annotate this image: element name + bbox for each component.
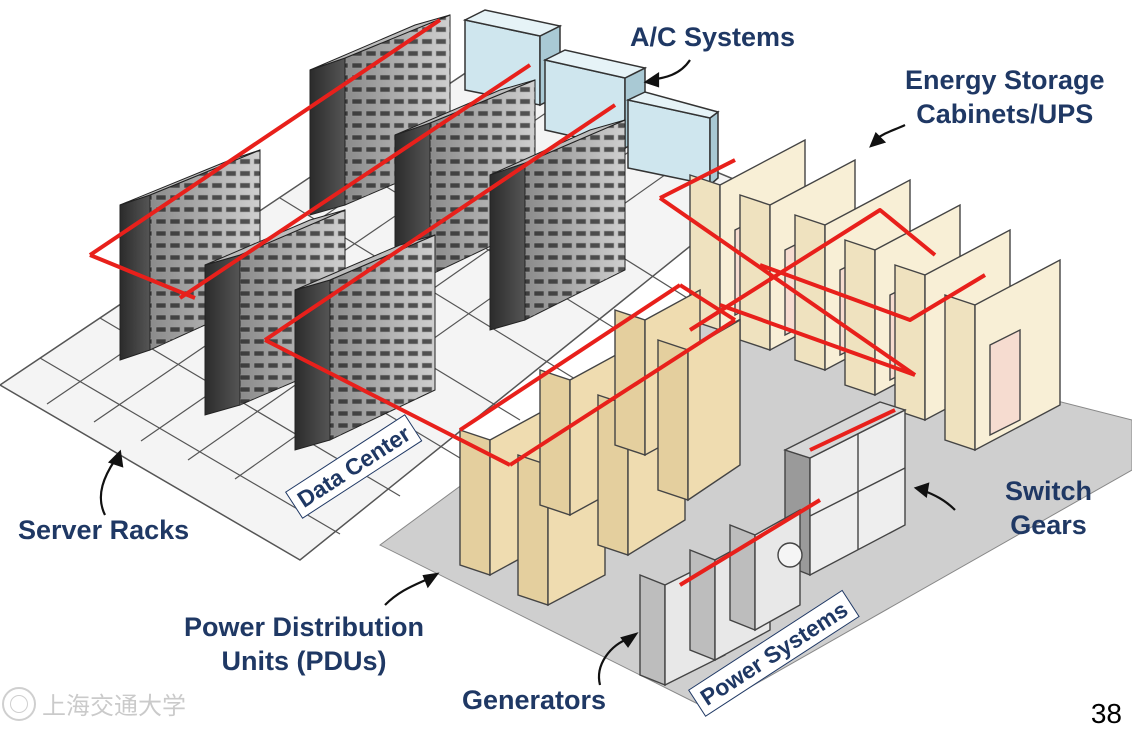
energy-storage-cabinets — [689, 138, 1061, 452]
power-wiring — [88, 18, 987, 587]
pdu-label: Power Distribution Units (PDUs) — [184, 610, 424, 678]
switch-gears-label: Switch Gears — [1005, 474, 1092, 542]
pdu-label-line2: Units (PDUs) — [221, 646, 387, 676]
switch-gears-label-line2: Gears — [1010, 510, 1087, 540]
university-seal-icon — [2, 686, 36, 721]
energy-storage-label-line1: Energy Storage — [905, 65, 1105, 95]
ac-systems-label: A/C Systems — [630, 22, 796, 52]
university-logo: 上海交通大学 — [2, 686, 186, 721]
server-racks-label: Server Racks — [18, 515, 190, 545]
server-racks — [119, 14, 626, 451]
energy-storage-label-line2: Cabinets/UPS — [916, 99, 1094, 129]
pdu-label-line1: Power Distribution — [184, 612, 425, 642]
pointer-arrows — [99, 59, 956, 686]
university-logo-text: 上海交通大学 — [42, 692, 186, 720]
generators-label: Generators — [462, 685, 607, 715]
page-number: 38 — [1090, 698, 1122, 729]
switch-gears-label-line1: Switch — [1005, 476, 1093, 506]
energy-storage-label: Energy Storage Cabinets/UPS — [905, 63, 1105, 131]
